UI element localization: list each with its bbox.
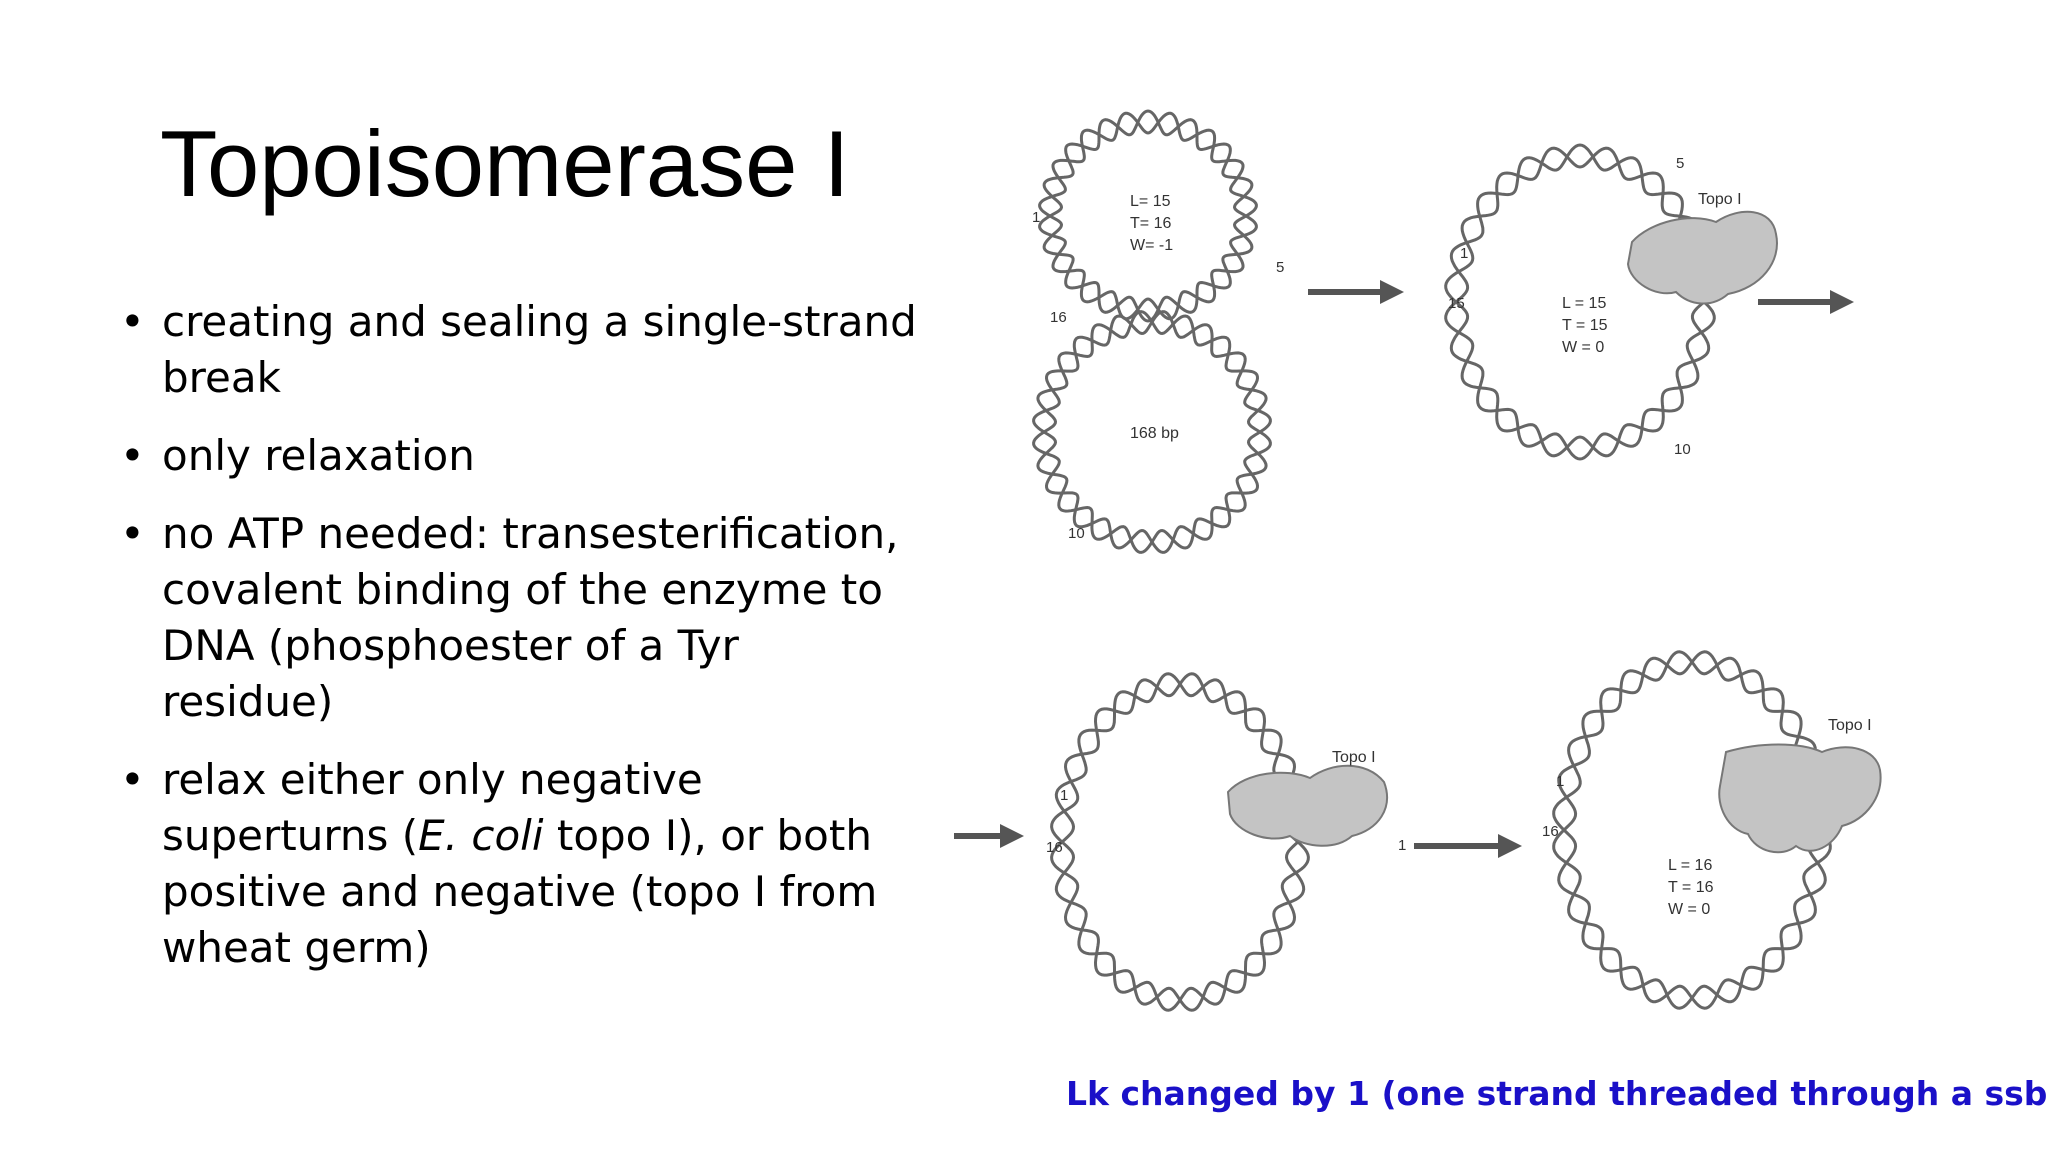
panel2-tick-1: 1 <box>1460 245 1468 262</box>
dna-ring-panel3 <box>1050 672 1310 1012</box>
bullet-item: • relax either only negative superturns (… <box>120 752 920 976</box>
panel3-tick-16: 16 <box>1046 839 1063 856</box>
panel1-tick-10: 10 <box>1068 525 1085 542</box>
panel2-enzyme-label: Topo I <box>1698 191 1742 208</box>
panel2-tick-15: 15 <box>1448 295 1465 312</box>
bullet-text: relax either only negative superturns ( <box>162 755 703 860</box>
panel3-enzyme-label: Topo I <box>1332 749 1376 766</box>
bullet-list: • creating and sealing a single-strand br… <box>120 294 920 998</box>
panel4-tick-1: 1 <box>1556 773 1564 790</box>
panel1-tick-5: 5 <box>1276 259 1284 276</box>
bullet-text-italic: E. coli <box>418 811 544 860</box>
panel1-twist: T= 16 <box>1130 215 1171 232</box>
bullet-item: • creating and sealing a single-strand br… <box>120 294 920 406</box>
bullet-marker: • <box>120 755 145 804</box>
dna-ring-panel1-top <box>1038 109 1258 323</box>
panel4-linking-number: L = 16 <box>1668 857 1712 874</box>
panel4-writhe: W = 0 <box>1668 901 1710 918</box>
panel4-enzyme-label: Topo I <box>1828 717 1872 734</box>
dna-strand <box>1038 111 1258 323</box>
panel3-tick-1: 1 <box>1060 787 1068 804</box>
arrow-right-2 <box>1758 290 1854 314</box>
bullet-text: creating and sealing a single-strand bre… <box>162 297 917 402</box>
panel2-writhe: W = 0 <box>1562 339 1604 356</box>
arrow-right-4 <box>1414 834 1522 858</box>
arrow-right-1 <box>1308 280 1404 304</box>
bullet-text: only relaxation <box>162 431 475 480</box>
arrow-right-3 <box>954 824 1024 848</box>
panel2-tick-10: 10 <box>1674 441 1691 458</box>
bullet-item: • no ATP needed: transesterification, cov… <box>120 506 920 730</box>
topo-enzyme-blob-2 <box>1626 210 1778 305</box>
dna-strand <box>1032 310 1272 554</box>
dna-strand <box>1552 650 1832 1010</box>
bullet-item: • only relaxation <box>120 428 920 484</box>
dna-strand <box>1050 672 1310 1012</box>
dna-ring-panel4 <box>1552 650 1832 1010</box>
dna-ring-panel2 <box>1444 143 1716 461</box>
panel1-linking-number: L= 15 <box>1130 193 1171 210</box>
panel3-tick-1b: 1 <box>1398 837 1406 854</box>
slide-title: Topoisomerase I <box>160 111 850 216</box>
caption-linking-change: Lk changed by 1 (one strand threaded thr… <box>1066 1074 2048 1113</box>
bullet-text: topo I), or both positive and negative (… <box>162 811 878 972</box>
panel4-twist: T = 16 <box>1668 879 1714 896</box>
topo-enzyme-blob-3 <box>1226 764 1389 847</box>
topo-enzyme-blob-4 <box>1718 743 1882 854</box>
panel2-tick-5: 5 <box>1676 155 1684 172</box>
panel2-twist: T = 15 <box>1562 317 1608 334</box>
bullet-marker: • <box>120 509 145 558</box>
panel1-bp-label: 168 bp <box>1130 425 1179 442</box>
panel1-tick-16: 16 <box>1050 309 1067 326</box>
panel4-tick-16: 16 <box>1542 823 1559 840</box>
bullet-marker: • <box>120 431 145 480</box>
dna-strand <box>1050 672 1310 1012</box>
panel2-linking-number: L = 15 <box>1562 295 1606 312</box>
dna-strand <box>1444 146 1716 461</box>
bullet-marker: • <box>120 297 145 346</box>
panel1-writhe: W= -1 <box>1130 237 1173 254</box>
dna-ring-panel1-bottom <box>1032 310 1272 554</box>
panel1-tick-1: 1 <box>1032 209 1040 226</box>
bullet-text: no ATP needed: transesterification, cova… <box>162 509 899 726</box>
